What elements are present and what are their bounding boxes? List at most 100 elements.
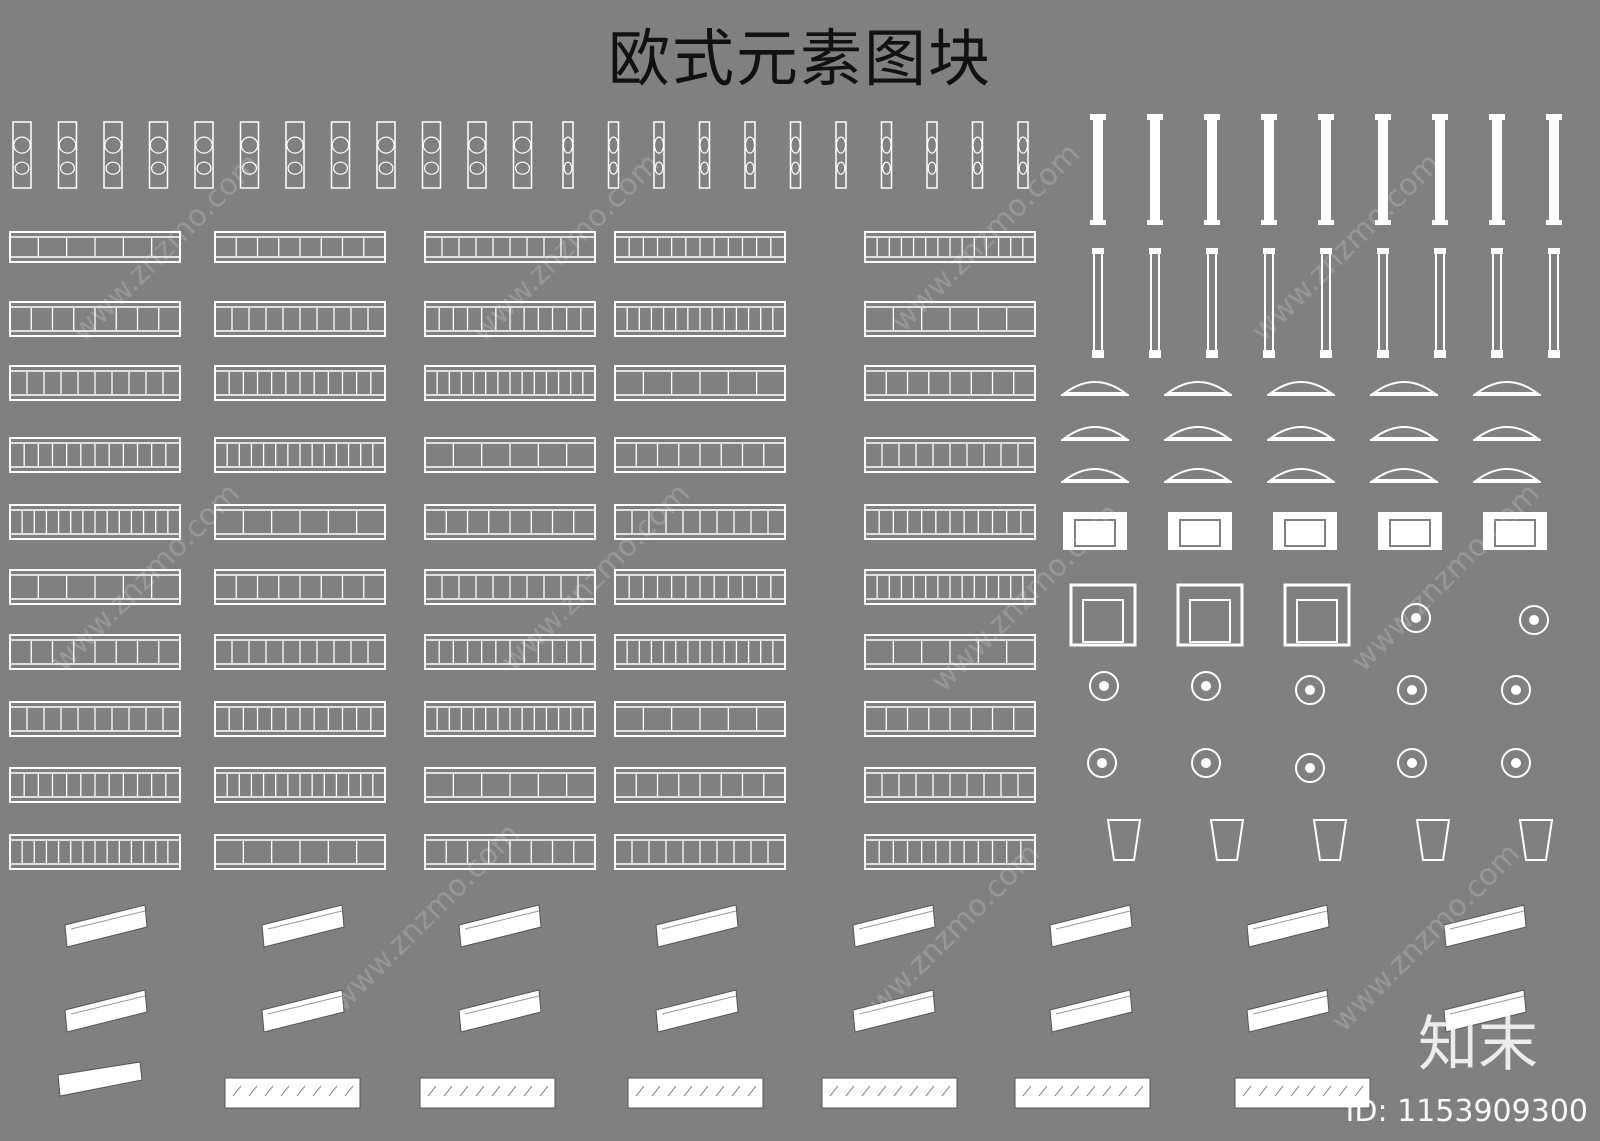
ornament-scroll: [791, 161, 800, 175]
frieze-pattern: [683, 1085, 693, 1097]
pilaster: [1492, 249, 1502, 355]
baluster-ornament: [607, 121, 620, 189]
pediment: [1267, 426, 1335, 439]
pediment: [1473, 468, 1541, 481]
molding-profile-line: [661, 910, 737, 930]
railing-frame: [214, 504, 386, 540]
ornament-scroll: [423, 161, 440, 175]
baluster-ornament: [653, 121, 665, 189]
railing-frame: [424, 634, 596, 670]
frieze-band: [627, 1077, 764, 1109]
fireplace: [1176, 583, 1244, 647]
ornament-scroll: [1018, 161, 1028, 175]
baluster-ornament: [12, 121, 32, 189]
frieze-pattern: [1118, 1085, 1128, 1097]
pilaster-capital: [1434, 248, 1446, 254]
frieze-pattern: [312, 1085, 322, 1097]
pediment: [1164, 381, 1232, 394]
railing-frame: [614, 569, 786, 605]
molding-profile-line: [1055, 995, 1131, 1015]
column-base: [1090, 220, 1106, 225]
railing-frame: [614, 834, 786, 870]
railing-frame: [424, 231, 596, 263]
frieze-pattern: [1354, 1085, 1364, 1097]
pilaster: [1264, 249, 1274, 355]
rosette-carving: [1397, 748, 1427, 778]
column: [1492, 118, 1502, 222]
pilaster: [1549, 249, 1559, 355]
rosette-carving: [1397, 675, 1427, 705]
pediment: [1473, 426, 1541, 439]
railing-frame: [214, 301, 386, 337]
id-label: ID: 1153909300: [1345, 1094, 1588, 1129]
railing-frame: [9, 301, 181, 337]
molding-profile-line: [267, 910, 343, 930]
frieze-pattern: [523, 1085, 533, 1097]
frieze-pattern: [1054, 1085, 1064, 1097]
railing-frame: [424, 701, 596, 737]
frieze-pattern: [459, 1085, 469, 1097]
frieze-pattern: [443, 1085, 453, 1097]
corbel: [1518, 819, 1554, 861]
ornament-scroll: [562, 136, 574, 154]
page-title: 欧式元素图块: [607, 22, 992, 95]
baluster-ornament: [421, 121, 442, 189]
frieze-pattern: [845, 1085, 855, 1097]
frieze-pattern: [829, 1085, 839, 1097]
railing-frame: [214, 437, 386, 473]
railing-frame: [864, 569, 1036, 605]
frieze-band: [419, 1077, 556, 1109]
ornament-scroll: [700, 161, 709, 175]
frieze-pattern: [731, 1085, 741, 1097]
ornament-scroll: [654, 161, 664, 175]
ornament-scroll: [331, 136, 350, 154]
baluster-ornament: [926, 121, 938, 189]
railing-frame: [214, 701, 386, 737]
frieze-pattern: [1306, 1085, 1316, 1097]
corbel: [1209, 819, 1245, 861]
fireplace: [1063, 512, 1127, 550]
ornament-scroll: [58, 136, 77, 154]
pediment: [1370, 426, 1438, 439]
railing-frame: [9, 634, 181, 670]
frieze-pattern: [1242, 1085, 1252, 1097]
column-base: [1489, 220, 1505, 225]
railing-frame: [614, 701, 786, 737]
railing-frame: [9, 504, 181, 540]
ornament-scroll: [836, 161, 846, 175]
molding-profile-line: [70, 995, 146, 1015]
rosette-carving: [1295, 675, 1325, 705]
molding-profile-line: [1449, 910, 1525, 930]
railing-frame: [864, 504, 1036, 540]
column: [1321, 118, 1331, 222]
fireplace-opening: [1296, 599, 1338, 643]
ornament-scroll: [378, 161, 394, 175]
molding-profile-line: [1449, 995, 1525, 1015]
railing-frame: [864, 231, 1036, 263]
railing-frame: [614, 301, 786, 337]
fireplace-opening: [1179, 519, 1221, 547]
pilaster: [1093, 249, 1103, 355]
column-base: [1204, 220, 1220, 225]
baluster-ornament: [148, 121, 169, 189]
ornament-scroll: [881, 136, 892, 154]
frieze-pattern: [491, 1085, 501, 1097]
crown-molding: [1246, 904, 1330, 948]
rosette-carving: [1501, 748, 1531, 778]
fireplace-opening: [1494, 519, 1536, 547]
column-base: [1147, 220, 1163, 225]
rosette-center: [1407, 758, 1417, 768]
fireplace: [1378, 512, 1442, 550]
rosette-carving: [1089, 671, 1119, 701]
fireplace-opening: [1389, 519, 1431, 547]
frieze-pattern: [232, 1085, 242, 1097]
pediment: [1061, 426, 1129, 439]
pediment: [1267, 381, 1335, 394]
baluster-ornament: [467, 121, 487, 189]
column-capital: [1375, 114, 1391, 120]
railing-frame: [864, 701, 1036, 737]
crown-molding: [261, 904, 345, 948]
frieze-pattern: [1338, 1085, 1348, 1097]
pilaster-capital: [1491, 248, 1503, 254]
ornament-scroll: [332, 161, 349, 175]
